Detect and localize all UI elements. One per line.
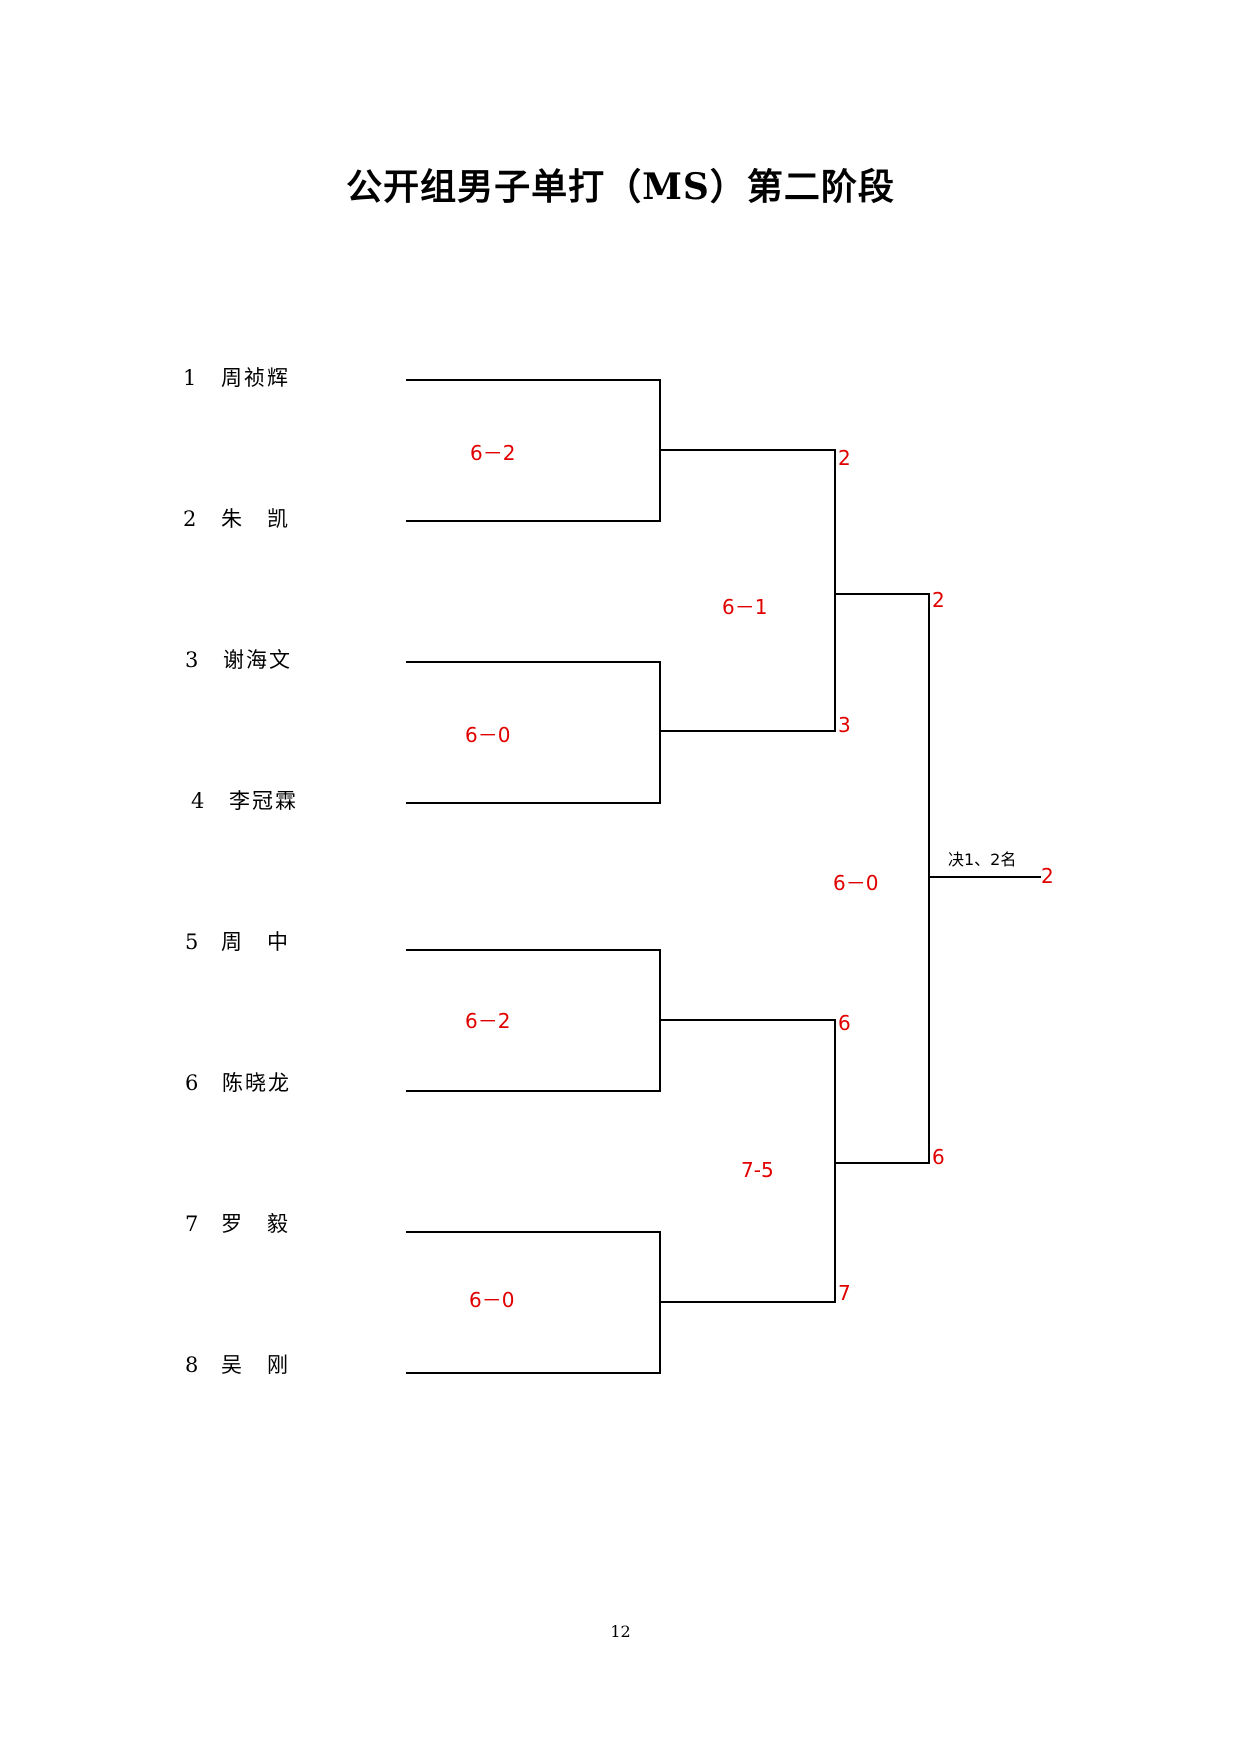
player-seed: 4 — [191, 789, 205, 813]
winner-sf-1: 2 — [932, 588, 945, 612]
player-name: 李冠霖 — [229, 789, 298, 813]
player-name: 罗 毅 — [221, 1212, 290, 1236]
player-4: 4 李冠霖 — [0, 786, 320, 816]
bracket-line-r1-m1-winner — [659, 449, 834, 451]
bracket-vertical-final — [928, 593, 930, 1164]
bracket-line-sf-2-winner — [834, 1162, 929, 1164]
winner-r1-m4: 7 — [838, 1281, 851, 1305]
player-seed: 6 — [185, 1071, 199, 1095]
bracket-vertical-r1-m2 — [659, 661, 661, 804]
bracket-vertical-sf-1 — [834, 449, 836, 732]
match-score-r1-m2: 6－0 — [465, 723, 511, 747]
bracket-line-final-winner — [928, 876, 1041, 878]
bracket-line-r1-m2-winner — [659, 730, 834, 732]
bracket-line-player-6 — [406, 1090, 660, 1092]
bracket-line-player-3 — [406, 661, 660, 663]
player-seed: 3 — [185, 648, 199, 672]
final-label: 决1、2名 — [948, 850, 1017, 869]
winner-r1-m3: 6 — [838, 1011, 851, 1035]
player-name: 朱 凯 — [221, 507, 290, 531]
champion: 2 — [1041, 864, 1054, 888]
bracket-line-player-7 — [406, 1231, 660, 1233]
bracket-line-player-4 — [406, 802, 660, 804]
player-name: 吴 刚 — [221, 1353, 290, 1377]
bracket-vertical-sf-2 — [834, 1019, 836, 1303]
bracket-line-player-2 — [406, 520, 660, 522]
player-name: 周祯辉 — [221, 366, 290, 390]
bracket-line-player-5 — [406, 949, 660, 951]
bracket-line-sf-1-winner — [834, 593, 929, 595]
player-seed: 7 — [185, 1212, 199, 1236]
match-score-r1-m3: 6－2 — [465, 1009, 511, 1033]
match-score-sf-2: 7-5 — [741, 1158, 774, 1182]
player-7: 7 罗 毅 — [0, 1209, 320, 1239]
winner-r1-m2: 3 — [838, 713, 851, 737]
match-score-final: 6－0 — [833, 871, 879, 895]
bracket-line-r1-m4-winner — [659, 1301, 834, 1303]
player-3: 3 谢海文 — [0, 645, 320, 675]
player-name: 陈晓龙 — [222, 1071, 291, 1095]
player-1: 1 周祯辉 — [0, 363, 320, 393]
bracket-line-player-1 — [406, 379, 660, 381]
player-name: 谢海文 — [223, 648, 292, 672]
player-8: 8 吴 刚 — [0, 1350, 320, 1380]
winner-sf-2: 6 — [932, 1145, 945, 1169]
player-6: 6 陈晓龙 — [0, 1068, 320, 1098]
bracket-line-r1-m3-winner — [659, 1019, 834, 1021]
page-number: 12 — [610, 1622, 631, 1641]
player-5: 5 周 中 — [0, 927, 320, 957]
player-name: 周 中 — [221, 930, 290, 954]
player-seed: 8 — [185, 1353, 199, 1377]
player-seed: 5 — [185, 930, 199, 954]
bracket-line-player-8 — [406, 1372, 660, 1374]
match-score-r1-m4: 6－0 — [469, 1288, 515, 1312]
match-score-sf-1: 6－1 — [722, 595, 768, 619]
page-title: 公开组男子单打（MS）第二阶段 — [346, 166, 895, 208]
player-seed: 2 — [183, 507, 197, 531]
winner-r1-m1: 2 — [838, 446, 851, 470]
match-score-r1-m1: 6－2 — [470, 441, 516, 465]
player-2: 2 朱 凯 — [0, 504, 320, 534]
player-seed: 1 — [183, 366, 197, 390]
